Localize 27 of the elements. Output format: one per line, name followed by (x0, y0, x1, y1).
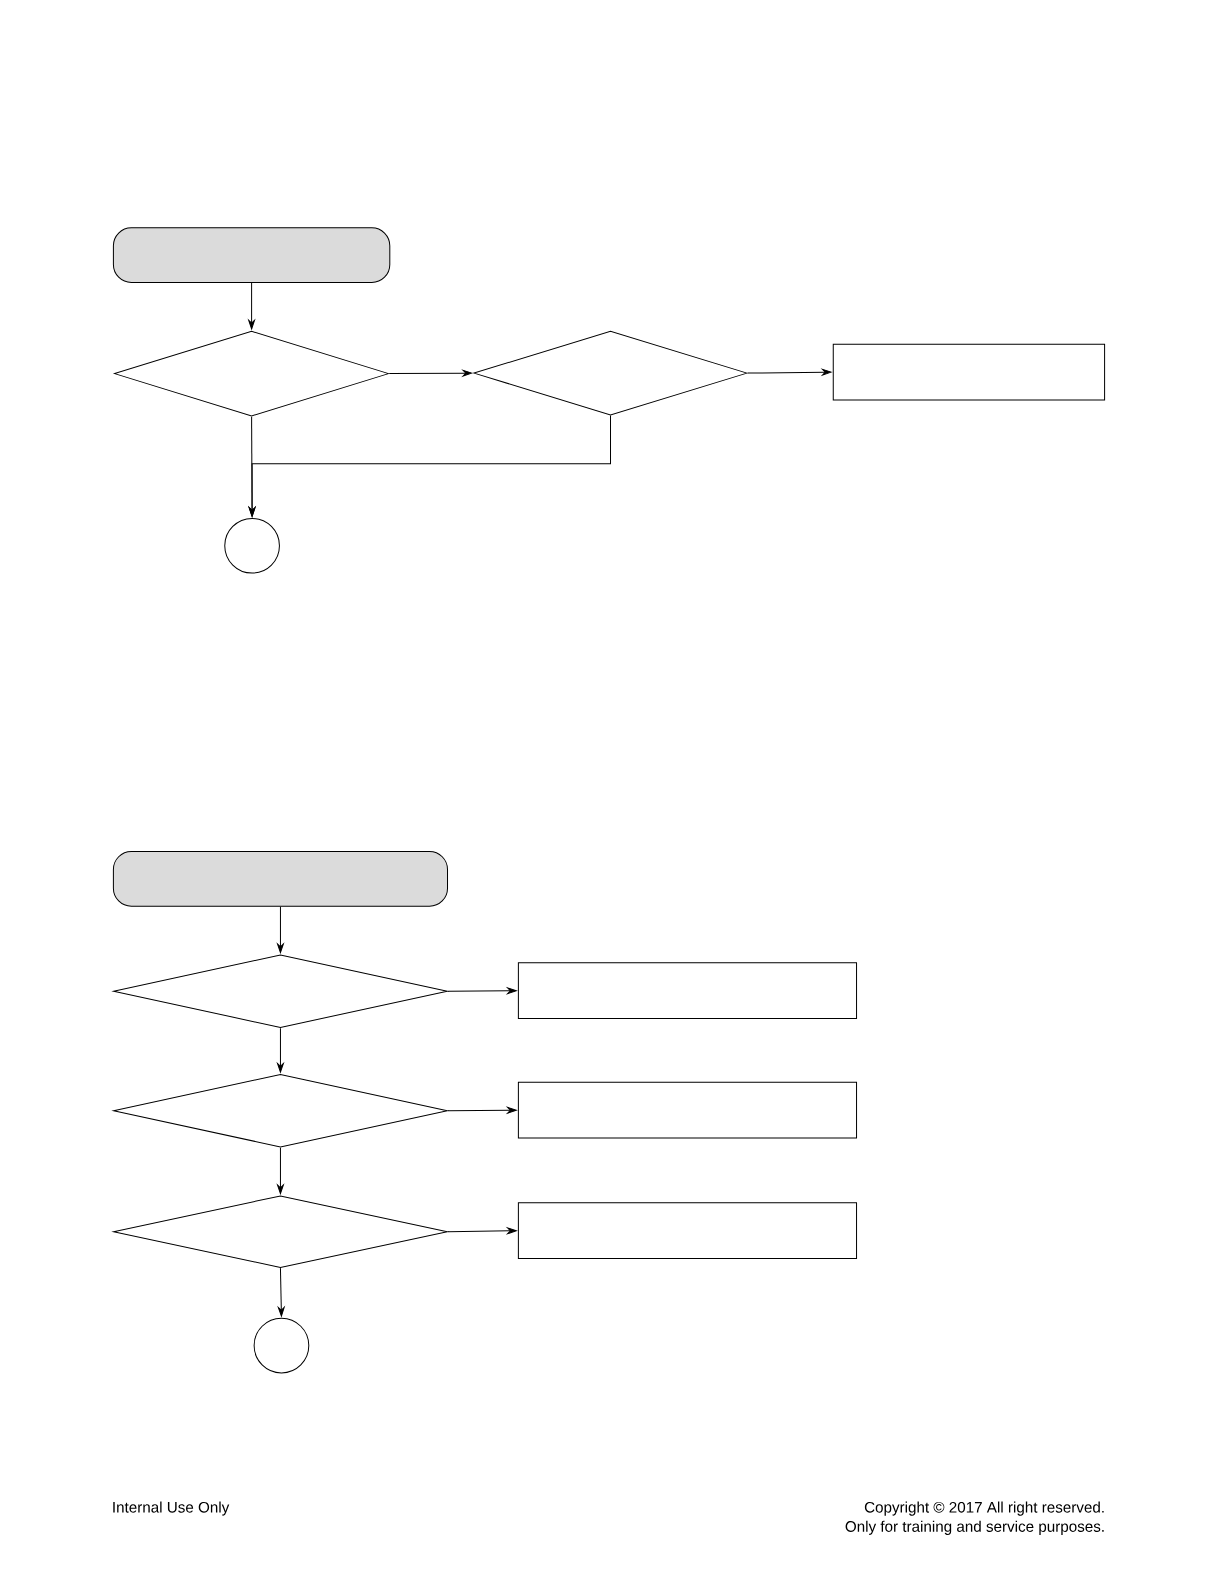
arrow (248, 282, 255, 330)
arrow (388, 369, 473, 377)
decision-diamond (113, 1195, 448, 1268)
start-box (112, 851, 448, 907)
footer-text: Internal Use Only (113, 1501, 230, 1516)
process-box (517, 1202, 858, 1259)
footer-text: Only for training and service purposes. (845, 1520, 1104, 1535)
arrow (447, 1106, 517, 1114)
decision-diamond (113, 954, 448, 1028)
decision-diamond (473, 330, 748, 416)
arrow (277, 1267, 285, 1317)
connector-circle (224, 517, 280, 574)
decision-diamond (113, 1073, 448, 1148)
start-box (112, 227, 391, 283)
arrow (447, 987, 517, 995)
connector-circle (253, 1317, 310, 1374)
arrow (248, 415, 611, 517)
process-box (832, 343, 1106, 401)
process-box (517, 1081, 858, 1139)
arrow (447, 1227, 517, 1235)
arrow (277, 906, 284, 954)
arrow (747, 368, 832, 376)
arrow (277, 1147, 284, 1195)
arrow (277, 1027, 284, 1073)
footer-text: Copyright © 2017 All right reserved. (864, 1501, 1104, 1516)
process-box (517, 962, 858, 1020)
decision-diamond (114, 330, 390, 417)
